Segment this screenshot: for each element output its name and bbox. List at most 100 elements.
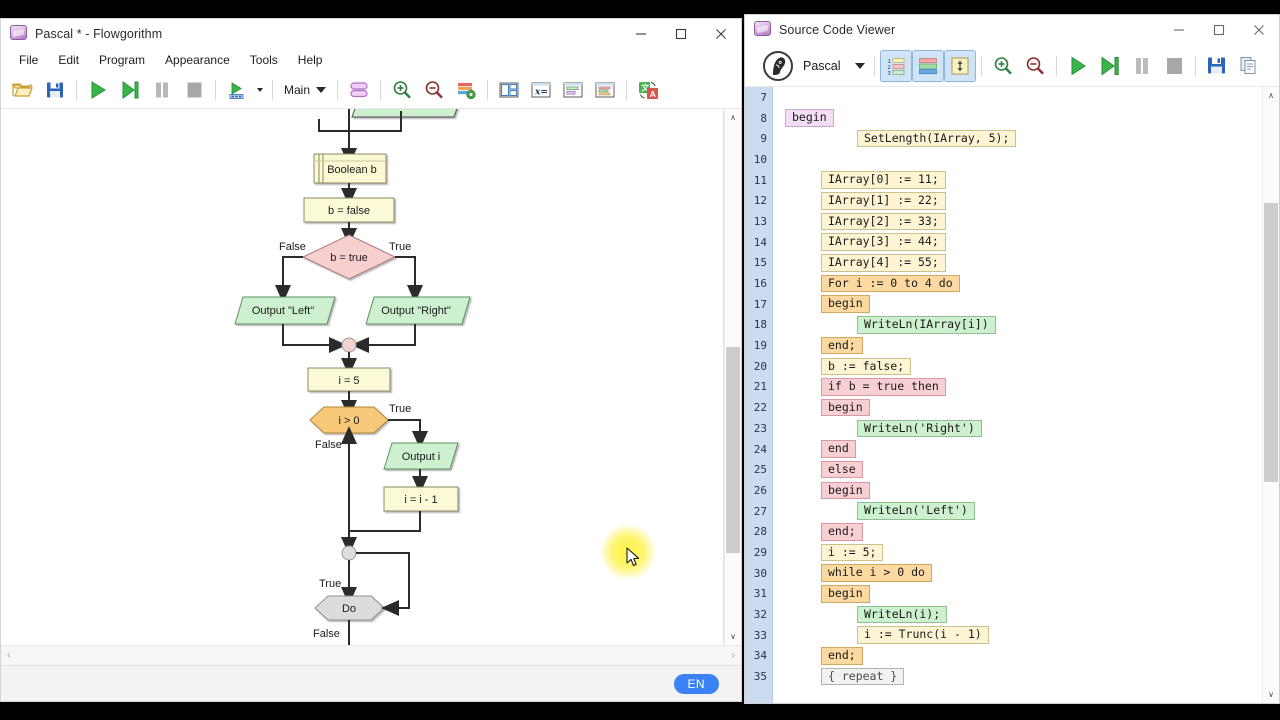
scroll-up-arrow[interactable]: ∧ (730, 113, 736, 122)
code-row[interactable]: else (773, 459, 1262, 480)
code-token[interactable]: WriteLn(i); (857, 605, 948, 624)
code-token[interactable]: WriteLn(IArray[i]) (857, 316, 996, 334)
language-selector[interactable]: Pascal (753, 50, 869, 81)
code-row[interactable]: IArray[0] := 11; (773, 170, 1262, 191)
close-button[interactable] (1239, 15, 1279, 45)
code-row[interactable]: IArray[4] := 55; (773, 253, 1262, 274)
flowchart-canvas[interactable]: Boolean b b = false b = true False (1, 109, 724, 645)
code-row[interactable] (773, 149, 1262, 170)
flowchart-horizontal-scrollbar[interactable]: ‹ › (1, 645, 741, 665)
maximize-button[interactable] (661, 19, 701, 49)
scroll-track[interactable] (1263, 104, 1279, 686)
function-selector[interactable]: Main (278, 77, 332, 103)
code-token[interactable]: IArray[4] := 55; (821, 254, 946, 272)
scroll-track[interactable] (725, 126, 741, 628)
run-icon[interactable] (82, 74, 114, 106)
stop-icon[interactable] (178, 74, 210, 106)
code-row[interactable]: end; (773, 521, 1262, 542)
zoom-in-icon[interactable] (987, 50, 1019, 82)
code-token[interactable]: { repeat } (821, 667, 905, 686)
run-with-options-icon[interactable] (221, 74, 253, 106)
code-token[interactable]: WriteLn('Right') (857, 419, 982, 438)
menu-edit[interactable]: Edit (58, 53, 80, 67)
code-token[interactable]: IArray[0] := 11; (821, 171, 946, 189)
pause-icon[interactable] (146, 74, 178, 106)
code-token[interactable]: IArray[1] := 22; (821, 192, 946, 210)
code-token[interactable]: while i > 0 do (821, 564, 932, 582)
code-token[interactable]: SetLength(IArray, 5); (857, 129, 1017, 148)
code-row[interactable]: begin (773, 108, 1262, 129)
copy-icon[interactable] (1233, 50, 1265, 82)
code-row[interactable]: SetLength(IArray, 5); (773, 128, 1262, 149)
code-row[interactable]: WriteLn(IArray[i]) (773, 315, 1262, 336)
code-token[interactable]: i := Trunc(i - 1) (857, 626, 989, 644)
code-token[interactable]: b := false; (821, 357, 912, 376)
code-row[interactable]: begin (773, 294, 1262, 315)
code-row[interactable]: end; (773, 646, 1262, 667)
code-row[interactable]: WriteLn('Right') (773, 418, 1262, 439)
code-row[interactable]: begin (773, 397, 1262, 418)
code-token[interactable]: WriteLn('Left') (857, 502, 975, 520)
open-folder-icon[interactable] (7, 74, 39, 106)
flowchart-vertical-scrollbar[interactable]: ∧ ∨ (724, 109, 741, 645)
code-vertical-scrollbar[interactable]: ∧ ∨ (1262, 87, 1279, 703)
code-token[interactable]: begin (821, 295, 870, 313)
code-token[interactable]: end; (821, 523, 863, 541)
code-list-icon[interactable] (589, 74, 621, 106)
scroll-thumb[interactable] (1264, 202, 1278, 483)
code-token[interactable]: IArray[3] := 44; (821, 233, 946, 251)
code-token[interactable]: For i := 0 to 4 do (821, 274, 960, 293)
code-token[interactable]: begin (821, 398, 870, 417)
zoom-out-icon[interactable] (1019, 50, 1051, 82)
console-icon[interactable] (557, 74, 589, 106)
code-row[interactable] (773, 87, 1262, 108)
zoom-in-icon[interactable] (386, 74, 418, 106)
code-token[interactable]: begin (785, 109, 834, 127)
scroll-down-arrow[interactable]: ∨ (730, 632, 736, 641)
split-view-icon[interactable] (493, 74, 525, 106)
shape-icon[interactable] (343, 74, 375, 106)
code-row[interactable]: end; (773, 335, 1262, 356)
code-row[interactable]: For i := 0 to 4 do (773, 273, 1262, 294)
maximize-button[interactable] (1199, 15, 1239, 45)
stop-icon[interactable] (1158, 50, 1190, 82)
code-row[interactable]: i := Trunc(i - 1) (773, 625, 1262, 646)
scroll-up-arrow[interactable]: ∧ (1268, 91, 1274, 100)
code-row[interactable]: end (773, 439, 1262, 460)
zoom-out-icon[interactable] (418, 74, 450, 106)
hscroll-right-arrow[interactable]: › (731, 650, 735, 661)
menu-program[interactable]: Program (99, 53, 146, 67)
code-row[interactable]: IArray[1] := 22; (773, 190, 1262, 211)
hscroll-left-arrow[interactable]: ‹ (7, 650, 11, 661)
minimize-button[interactable] (621, 19, 661, 49)
code-row[interactable]: b := false; (773, 356, 1262, 377)
code-row[interactable]: WriteLn('Left') (773, 501, 1262, 522)
scroll-thumb[interactable] (726, 346, 740, 553)
minimize-button[interactable] (1159, 15, 1199, 45)
code-row[interactable]: WriteLn(i); (773, 604, 1262, 625)
code-row[interactable]: begin (773, 480, 1262, 501)
code-token[interactable]: end; (821, 336, 863, 355)
code-row[interactable]: begin (773, 584, 1262, 605)
step-icon[interactable] (1094, 50, 1126, 82)
menu-file[interactable]: File (19, 53, 39, 67)
pause-icon[interactable] (1126, 50, 1158, 82)
chevron-down-icon[interactable] (854, 62, 865, 69)
code-token[interactable]: begin (821, 481, 870, 500)
color-blocks-icon[interactable] (911, 49, 944, 82)
language-badge[interactable]: EN (673, 673, 719, 694)
code-token[interactable]: end; (821, 647, 863, 665)
variables-icon[interactable]: x= (525, 74, 557, 106)
layers-settings-icon[interactable] (450, 74, 482, 106)
code-token[interactable]: else (821, 460, 863, 479)
code-row[interactable]: i := 5; (773, 542, 1262, 563)
menu-appearance[interactable]: Appearance (165, 53, 230, 67)
scroll-down-arrow[interactable]: ∨ (1268, 690, 1274, 699)
code-row[interactable]: IArray[3] := 44; (773, 232, 1262, 253)
save-disk-icon[interactable] (1201, 50, 1233, 82)
run-icon[interactable] (1062, 50, 1094, 82)
translate-icon[interactable]: 文 A (632, 74, 664, 106)
save-disk-icon[interactable] (39, 74, 71, 106)
